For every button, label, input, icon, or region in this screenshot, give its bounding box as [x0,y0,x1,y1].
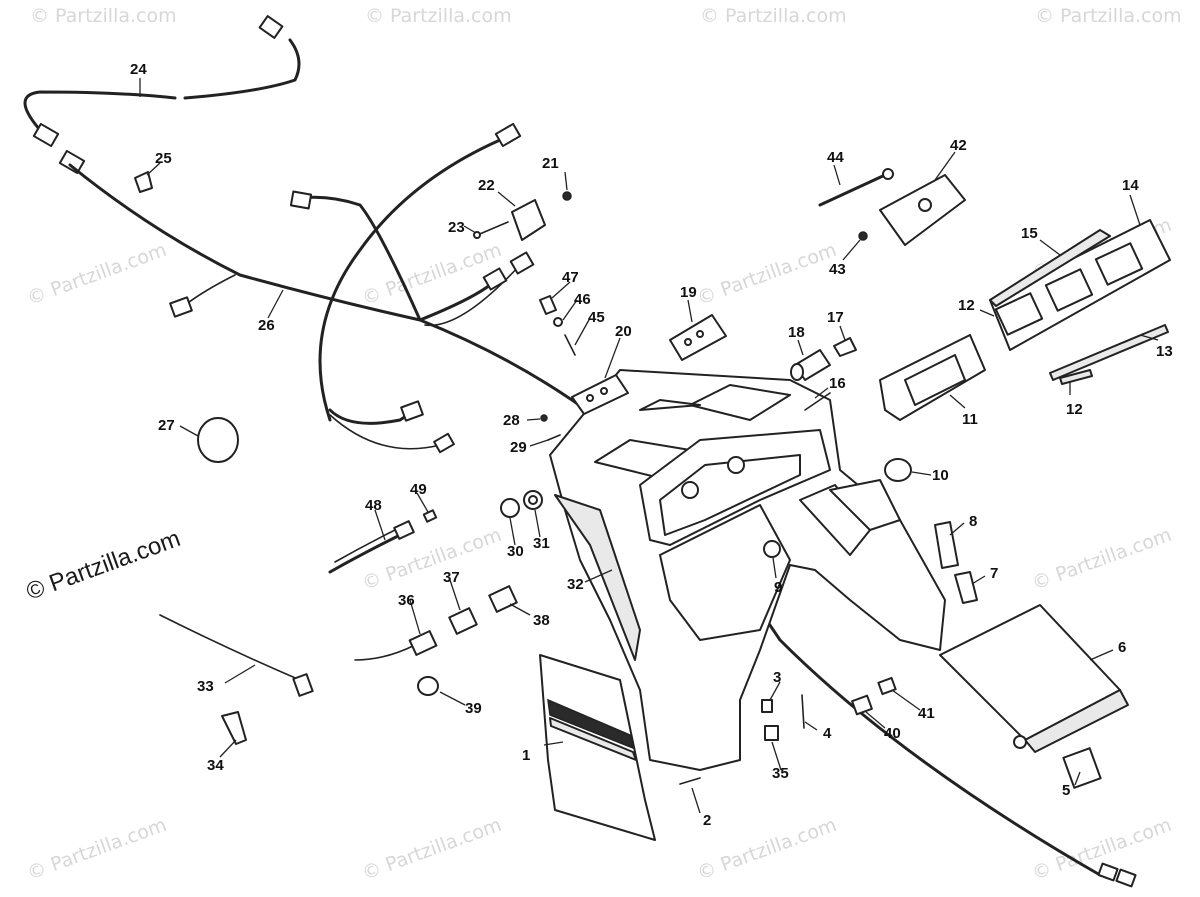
callout-31: 31 [533,535,550,552]
callout-12b: 12 [1066,401,1083,418]
watermark: © Partzilla.com [359,239,504,310]
callout-4: 4 [823,725,832,742]
callout-27: 27 [158,417,175,434]
console-housing [549,369,946,771]
side-panel [539,654,656,841]
callout-3: 3 [773,669,781,686]
callout-49: 49 [410,481,427,498]
floor-panel [851,604,1129,789]
watermark: © Partzilla.com [365,5,512,27]
watermark: © Partzilla.com [24,814,169,885]
callout-15: 15 [1021,225,1038,242]
callout-13: 13 [1156,343,1173,360]
watermark: © Partzilla.com [694,814,839,885]
callout-44: 44 [827,149,844,166]
callout-46: 46 [574,291,591,308]
callout-48: 48 [365,497,382,514]
callout-47: 47 [562,269,579,286]
watermark: © Partzilla.com [24,239,169,310]
callout-21: 21 [542,155,559,172]
callout-16: 16 [829,375,846,392]
callout-35: 35 [772,765,789,782]
callout-14: 14 [1122,177,1139,194]
watermark: © Partzilla.com [30,5,177,27]
callout-24: 24 [130,61,147,78]
callout-30: 30 [507,543,524,560]
callout-42: 42 [950,137,967,154]
watermark: © Partzilla.com [694,239,839,310]
callout-36: 36 [398,592,415,609]
callout-5: 5 [1062,782,1070,799]
watermark: © Partzilla.com [1029,524,1174,595]
callout-40: 40 [884,725,901,742]
callout-20: 20 [615,323,632,340]
watermark: © Partzilla.com [359,524,504,595]
callout-2: 2 [703,812,711,829]
callout-25: 25 [155,150,172,167]
callout-11: 11 [962,411,978,428]
wire-harness [23,15,1137,888]
callout-45: 45 [588,309,605,326]
watermark: © Partzilla.com [700,5,847,27]
callout-29: 29 [510,439,527,456]
callout-32: 32 [567,576,584,593]
watermark-main: © Partzilla.com [23,525,184,606]
callout-33: 33 [197,678,214,695]
callout-22: 22 [478,177,495,194]
watermark: © Partzilla.com [359,814,504,885]
callout-19: 19 [680,284,697,301]
callout-37: 37 [443,569,460,586]
callout-41: 41 [918,705,935,722]
small-hardware [134,171,978,785]
callout-18: 18 [788,324,805,341]
callout-38: 38 [533,612,550,629]
watermark: © Partzilla.com [1035,5,1182,27]
callout-12: 12 [958,297,975,314]
callout-28: 28 [503,412,520,429]
leader-lines [139,78,1159,814]
callout-6: 6 [1118,639,1126,656]
switch-plates [571,314,912,482]
callout-9: 9 [774,579,782,596]
instrument-cluster [879,219,1171,421]
callout-10: 10 [932,467,949,484]
callout-39: 39 [465,700,482,717]
callout-17: 17 [827,309,844,326]
callout-26: 26 [258,317,275,334]
callout-labels: 1 2 3 4 5 6 7 8 9 10 11 12 12 13 14 15 1… [130,61,1173,829]
callout-7: 7 [990,565,998,582]
callout-43: 43 [829,261,846,278]
tach-gauge [818,168,966,246]
callout-34: 34 [207,757,224,774]
callout-8: 8 [969,513,977,530]
callout-1: 1 [522,747,530,764]
callout-23: 23 [448,219,465,236]
